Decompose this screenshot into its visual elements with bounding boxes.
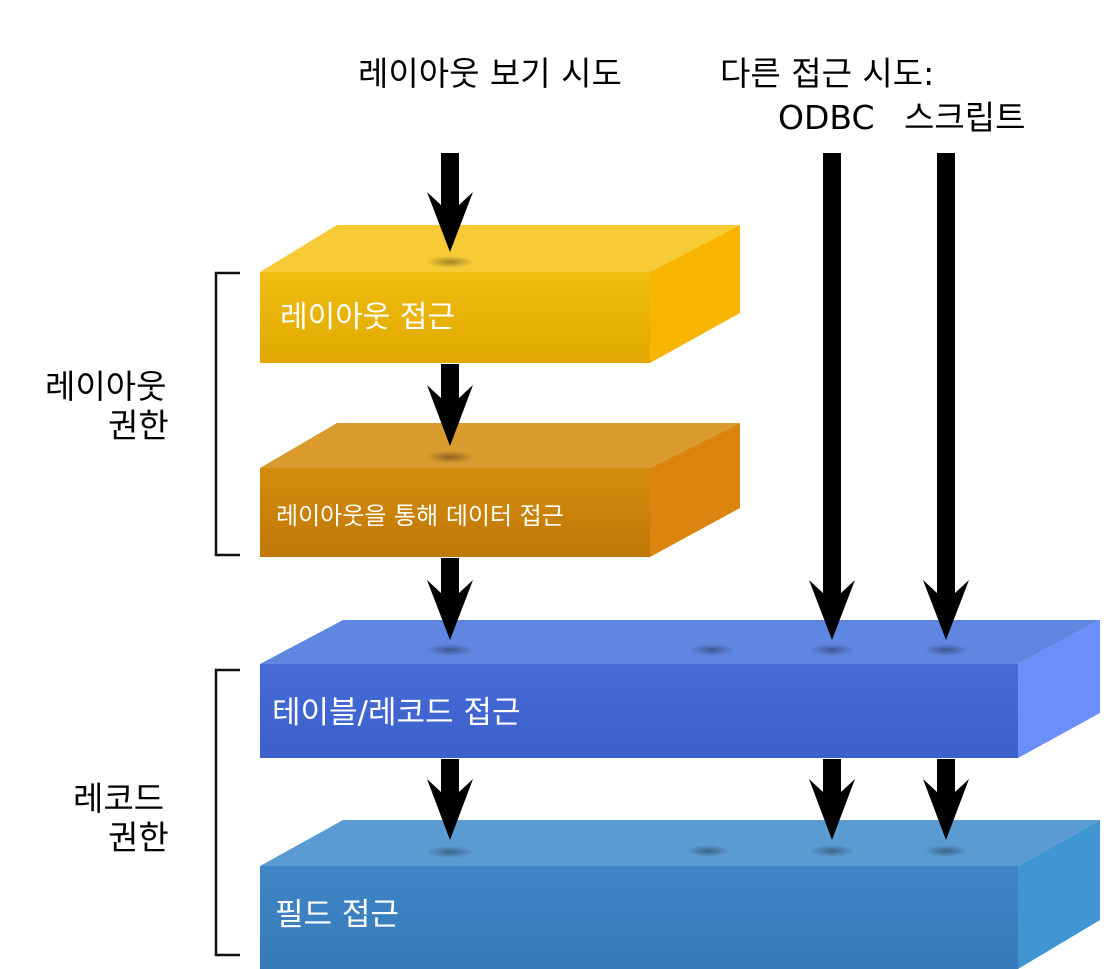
block-table-record-access-side bbox=[1018, 620, 1100, 758]
block-data-via-layout-side bbox=[650, 423, 740, 557]
arrow-down-icon bbox=[427, 153, 473, 252]
block-layout-access-side bbox=[650, 225, 740, 363]
block-data-via-layout-front bbox=[260, 468, 650, 557]
shadow-record-top-script bbox=[924, 644, 968, 656]
block-layout-access-top bbox=[260, 225, 740, 272]
shadow-record-top-left bbox=[426, 644, 474, 656]
arrow-down-icon bbox=[809, 759, 855, 840]
block-data-via-layout-top bbox=[260, 423, 740, 468]
arrow-down-icon bbox=[923, 759, 969, 840]
shadow-field-top-odbc bbox=[810, 845, 854, 857]
block-table-record-access-front bbox=[260, 664, 1018, 758]
arrow-down-icon bbox=[923, 153, 969, 640]
label-odbc: ODBC bbox=[778, 98, 875, 137]
label-other-access-attempt: 다른 접근 시도: bbox=[720, 54, 934, 93]
block-table-record-access-top bbox=[260, 620, 1100, 664]
shadow-field-top-mid bbox=[686, 845, 730, 857]
block-layout-access: 레이아웃 접근 bbox=[260, 225, 740, 363]
block-field-access-side bbox=[1018, 820, 1100, 969]
block-field-access: 필드 접근 bbox=[260, 820, 1100, 969]
block-layout-access-front bbox=[260, 272, 650, 363]
arrow-down-icon bbox=[427, 558, 473, 640]
label-layout-view-attempt: 레이아웃 보기 시도 bbox=[358, 54, 622, 93]
block-data-via-layout: 레이아웃을 통해 데이터 접근 bbox=[260, 423, 740, 557]
shadow-record-top-mid bbox=[690, 644, 734, 656]
label-script: 스크립트 bbox=[904, 98, 1025, 137]
block-field-access-label: 필드 접근 bbox=[275, 897, 399, 933]
arrow-down-icon bbox=[809, 153, 855, 640]
shadow-layout-top bbox=[426, 256, 474, 268]
block-field-access-top bbox=[260, 820, 1100, 866]
bracket-record-privilege bbox=[214, 668, 240, 957]
block-layout-access-label: 레이아웃 접근 bbox=[280, 300, 455, 335]
arrow-down-icon bbox=[427, 759, 473, 840]
label-record-privilege-line2: 권한 bbox=[108, 818, 169, 857]
block-table-record-access: 테이블/레코드 접근 bbox=[260, 620, 1100, 758]
shadow-record-top-odbc bbox=[810, 644, 854, 656]
shadow-data-top bbox=[426, 451, 474, 463]
label-record-privilege-line1: 레코드 bbox=[73, 779, 164, 818]
label-layout-privilege-line1: 레이아웃 bbox=[45, 367, 166, 406]
arrow-shadows bbox=[426, 256, 968, 858]
block-field-access-front bbox=[260, 866, 1018, 969]
block-table-record-access-label: 테이블/레코드 접근 bbox=[272, 695, 520, 731]
block-data-via-layout-label: 레이아웃을 통해 데이터 접근 bbox=[276, 502, 564, 530]
bracket-layout-privilege bbox=[214, 271, 240, 557]
shadow-field-top-script bbox=[924, 845, 968, 857]
arrows bbox=[427, 153, 969, 840]
arrow-down-icon bbox=[427, 364, 473, 446]
shadow-field-top-left bbox=[426, 846, 474, 858]
label-layout-privilege-line2: 권한 bbox=[108, 406, 169, 445]
